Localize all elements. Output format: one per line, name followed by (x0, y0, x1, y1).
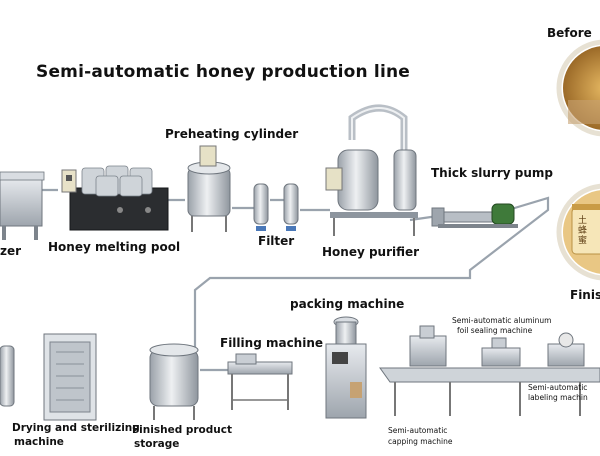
label-drying-1: Drying and sterilizing (12, 422, 140, 434)
drying-sterilizing-machine (43, 333, 97, 421)
label-before: Before (547, 26, 592, 40)
diagram-title: Semi-automatic honey production line (36, 62, 411, 82)
label-filter: Filter (258, 234, 295, 248)
label-drying-2: machine (14, 436, 64, 448)
label-storage-1: Finished product (132, 424, 233, 436)
thick-slurry-pump-machine (431, 203, 518, 228)
label-storage-2: storage (134, 438, 180, 450)
label-foil-sealing-1: Semi-automatic aluminum (452, 316, 552, 325)
packing-machine (325, 316, 367, 419)
filling-machine (227, 353, 293, 410)
label-foil-sealing-2: foil sealing machine (457, 326, 533, 335)
before-honey-jar (556, 39, 600, 137)
liquefier-machine (0, 171, 45, 240)
label-labeling-2: labeling machin (528, 393, 588, 402)
jar-label-text: 土蜂蜜 (578, 216, 588, 246)
filter-units (253, 183, 299, 231)
label-packing-machine: packing machine (290, 297, 405, 311)
label-capping-1: Semi-automatic (388, 426, 448, 435)
label-filling-machine: Filling machine (220, 336, 324, 350)
finished-honey-jar (556, 183, 600, 281)
label-honey-purifier: Honey purifier (322, 245, 420, 259)
finished-product-storage-tank (149, 343, 199, 420)
preheating-cylinder-machine (187, 145, 231, 232)
label-finish: Finis (570, 288, 600, 302)
process-pipes (40, 188, 550, 372)
label-preheating-cylinder: Preheating cylinder (165, 127, 299, 141)
label-capping-2: capping machine (388, 437, 453, 446)
label-thick-slurry-pump: Thick slurry pump (431, 166, 553, 180)
label-liquefier-partial: zer (0, 244, 22, 258)
partial-left-machine (0, 345, 15, 407)
label-labeling-1: Semi-automatic (528, 383, 588, 392)
packaging-conveyor-line (379, 325, 600, 416)
honey-melting-pool-machine (61, 165, 169, 231)
honey-purifier-machine (325, 104, 418, 236)
label-honey-melting-pool: Honey melting pool (48, 240, 181, 254)
